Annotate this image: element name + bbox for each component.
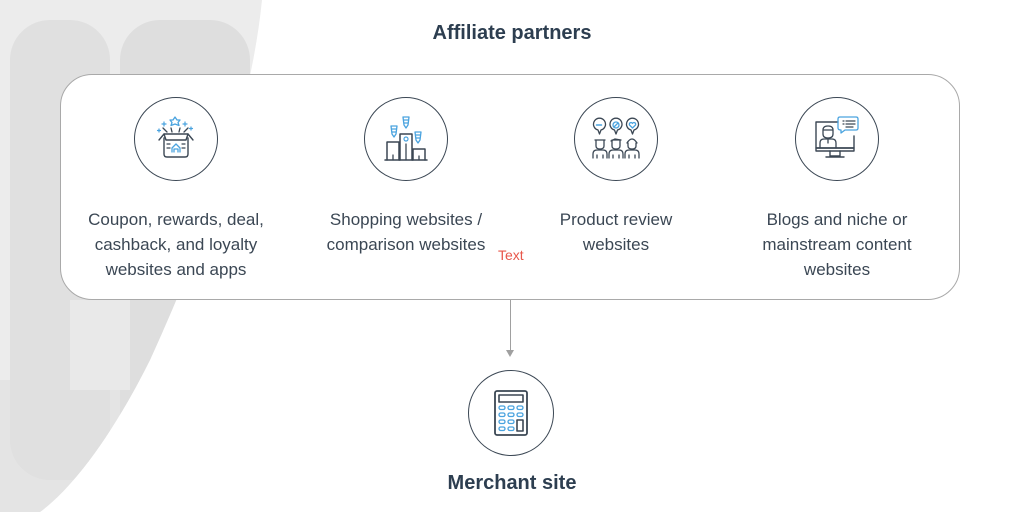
- label-line: websites: [803, 260, 871, 279]
- podium-ranking-icon: [384, 116, 428, 161]
- blogger-monitor-icon: [815, 116, 859, 158]
- connector-line: [510, 300, 511, 353]
- label-line: Product review: [559, 210, 673, 229]
- label-line: comparison websites: [326, 235, 486, 254]
- label-line: cashback, and loyalty: [94, 235, 258, 254]
- reviewers-icon: [592, 117, 640, 159]
- calculator-icon: [494, 390, 528, 436]
- annotation-text: Text: [498, 247, 524, 263]
- arrow-down-icon: [506, 350, 514, 357]
- merchant-icon-circle: [468, 370, 554, 456]
- partner-product-review: Product review websites: [506, 97, 726, 257]
- icon-circle: [364, 97, 448, 181]
- partner-label: Coupon, rewards, deal, cashback, and loy…: [66, 207, 286, 282]
- icon-circle: [134, 97, 218, 181]
- partner-coupon-rewards: Coupon, rewards, deal, cashback, and loy…: [66, 97, 286, 282]
- label-line: Shopping websites /: [329, 210, 483, 229]
- partner-label: Blogs and niche or mainstream content we…: [727, 207, 947, 282]
- partner-label: Shopping websites / comparison websites: [296, 207, 516, 257]
- label-line: websites: [582, 235, 650, 254]
- partner-label: Product review websites: [506, 207, 726, 257]
- icon-circle: [574, 97, 658, 181]
- partner-shopping-comparison: Shopping websites / comparison websites: [296, 97, 516, 257]
- gift-box-icon: [156, 116, 194, 158]
- label-line: Blogs and niche or: [766, 210, 908, 229]
- icon-circle: [795, 97, 879, 181]
- partner-blogs-content: Blogs and niche or mainstream content we…: [727, 97, 947, 282]
- label-line: Coupon, rewards, deal,: [88, 210, 264, 229]
- affiliate-partners-box: Coupon, rewards, deal, cashback, and loy…: [60, 74, 960, 300]
- label-line: websites and apps: [105, 260, 247, 279]
- merchant-site-label: Merchant site: [447, 472, 577, 494]
- affiliate-partners-title: Affiliate partners: [432, 22, 592, 44]
- label-line: mainstream content: [762, 235, 912, 254]
